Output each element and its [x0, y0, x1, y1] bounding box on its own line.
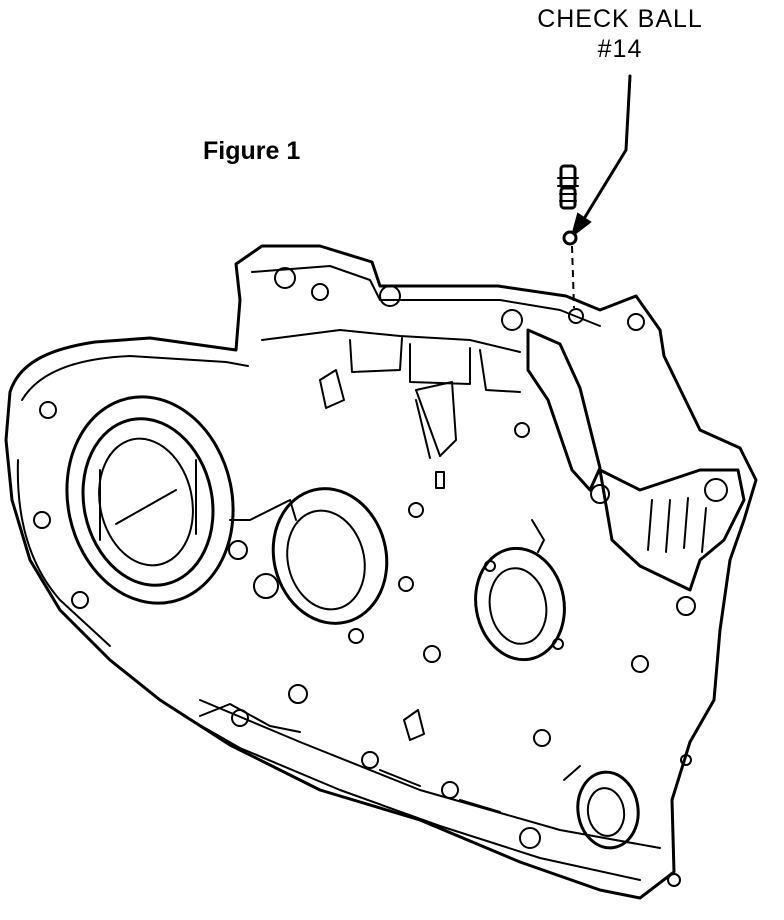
valve-body-ridge	[251, 265, 645, 393]
left-large-bore	[33, 395, 235, 609]
callout-label-number: #14	[597, 35, 643, 63]
callout-leader-arrow	[570, 74, 632, 239]
lower-right-bore	[576, 754, 692, 887]
check-ball	[562, 230, 578, 246]
diagonal-rib	[415, 328, 602, 492]
check-ball-spring	[557, 164, 579, 210]
bolt-bosses	[288, 369, 649, 747]
case-outer-outline	[4, 244, 758, 900]
center-bore	[228, 487, 389, 625]
right-bore	[474, 546, 566, 662]
callout-label-check-ball: CHECK BALL	[537, 5, 703, 33]
right-servo-bosses	[590, 468, 746, 616]
lower-pan-rail	[199, 703, 581, 849]
figure-title: Figure 1	[203, 137, 301, 165]
